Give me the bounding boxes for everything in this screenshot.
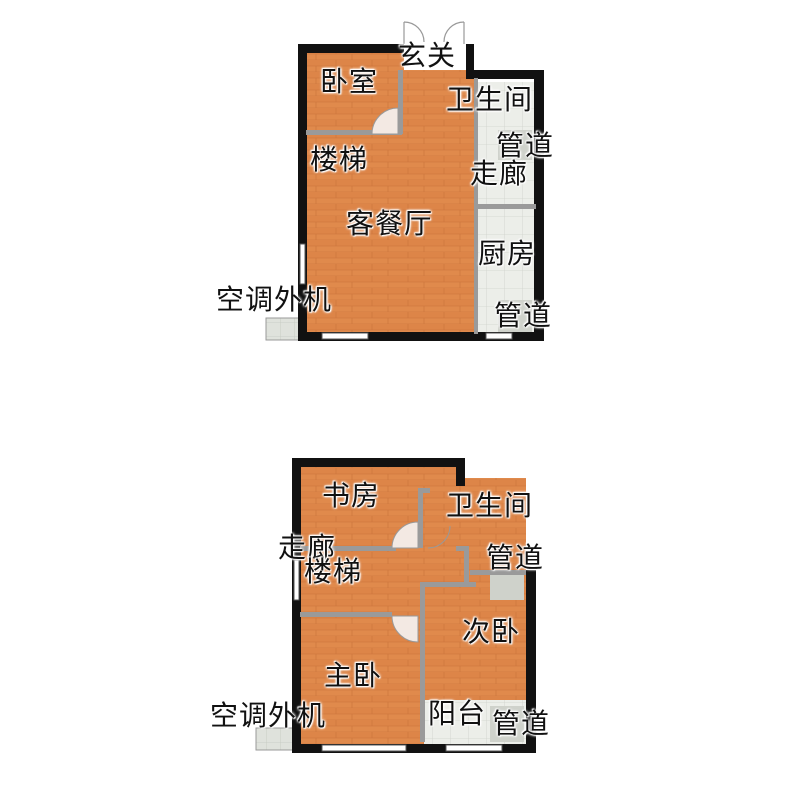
shaft-2 xyxy=(490,706,524,742)
label-shaft: 管道 xyxy=(496,129,555,162)
inner-walls xyxy=(300,488,526,742)
label-shaft: 管道 xyxy=(492,707,551,740)
wood-floor-lower xyxy=(300,700,424,744)
label-bedroom: 卧室 xyxy=(320,65,379,98)
label-entry: 玄关 xyxy=(398,39,457,72)
entry-double-door xyxy=(403,21,465,44)
door-swing xyxy=(391,521,419,549)
window xyxy=(485,332,513,340)
label-study: 书房 xyxy=(322,479,381,512)
window xyxy=(321,332,369,340)
label-master-bedroom: 主卧 xyxy=(324,659,383,692)
window xyxy=(445,744,503,752)
label-shaft: 管道 xyxy=(494,299,553,332)
outer-walls xyxy=(298,44,544,341)
label-second-bedroom: 次卧 xyxy=(462,615,521,648)
label-kitchen: 厨房 xyxy=(478,237,537,270)
label-corridor: 走廊 xyxy=(278,531,337,564)
label-stairs: 楼梯 xyxy=(304,555,363,588)
label-living-dining: 客餐厅 xyxy=(346,207,434,240)
inner-walls xyxy=(306,70,536,334)
label-stairs: 楼梯 xyxy=(310,143,369,176)
outer-walls xyxy=(292,458,536,753)
label-balcony: 阳台 xyxy=(428,697,487,730)
window xyxy=(299,243,306,285)
label-corridor: 走廊 xyxy=(470,157,529,190)
label-bathroom: 卫生间 xyxy=(446,83,534,116)
door-swing xyxy=(427,525,451,549)
door-swing xyxy=(391,615,419,643)
wood-floor xyxy=(306,48,476,336)
door-swing xyxy=(371,107,399,135)
label-ac-unit: 空调外机 xyxy=(216,283,333,316)
label-ac-unit: 空调外机 xyxy=(210,699,327,732)
ac-unit-pad xyxy=(265,317,301,341)
window xyxy=(293,559,300,601)
wood-floor xyxy=(300,462,526,700)
floor-1-plan xyxy=(265,21,544,341)
shaft-1 xyxy=(498,130,532,160)
shaft-2 xyxy=(498,300,532,334)
entry-door-gap xyxy=(404,44,466,53)
floor-2-plan xyxy=(255,458,536,753)
window xyxy=(321,744,407,752)
label-bathroom: 卫生间 xyxy=(446,489,534,522)
label-shaft: 管道 xyxy=(486,541,545,574)
